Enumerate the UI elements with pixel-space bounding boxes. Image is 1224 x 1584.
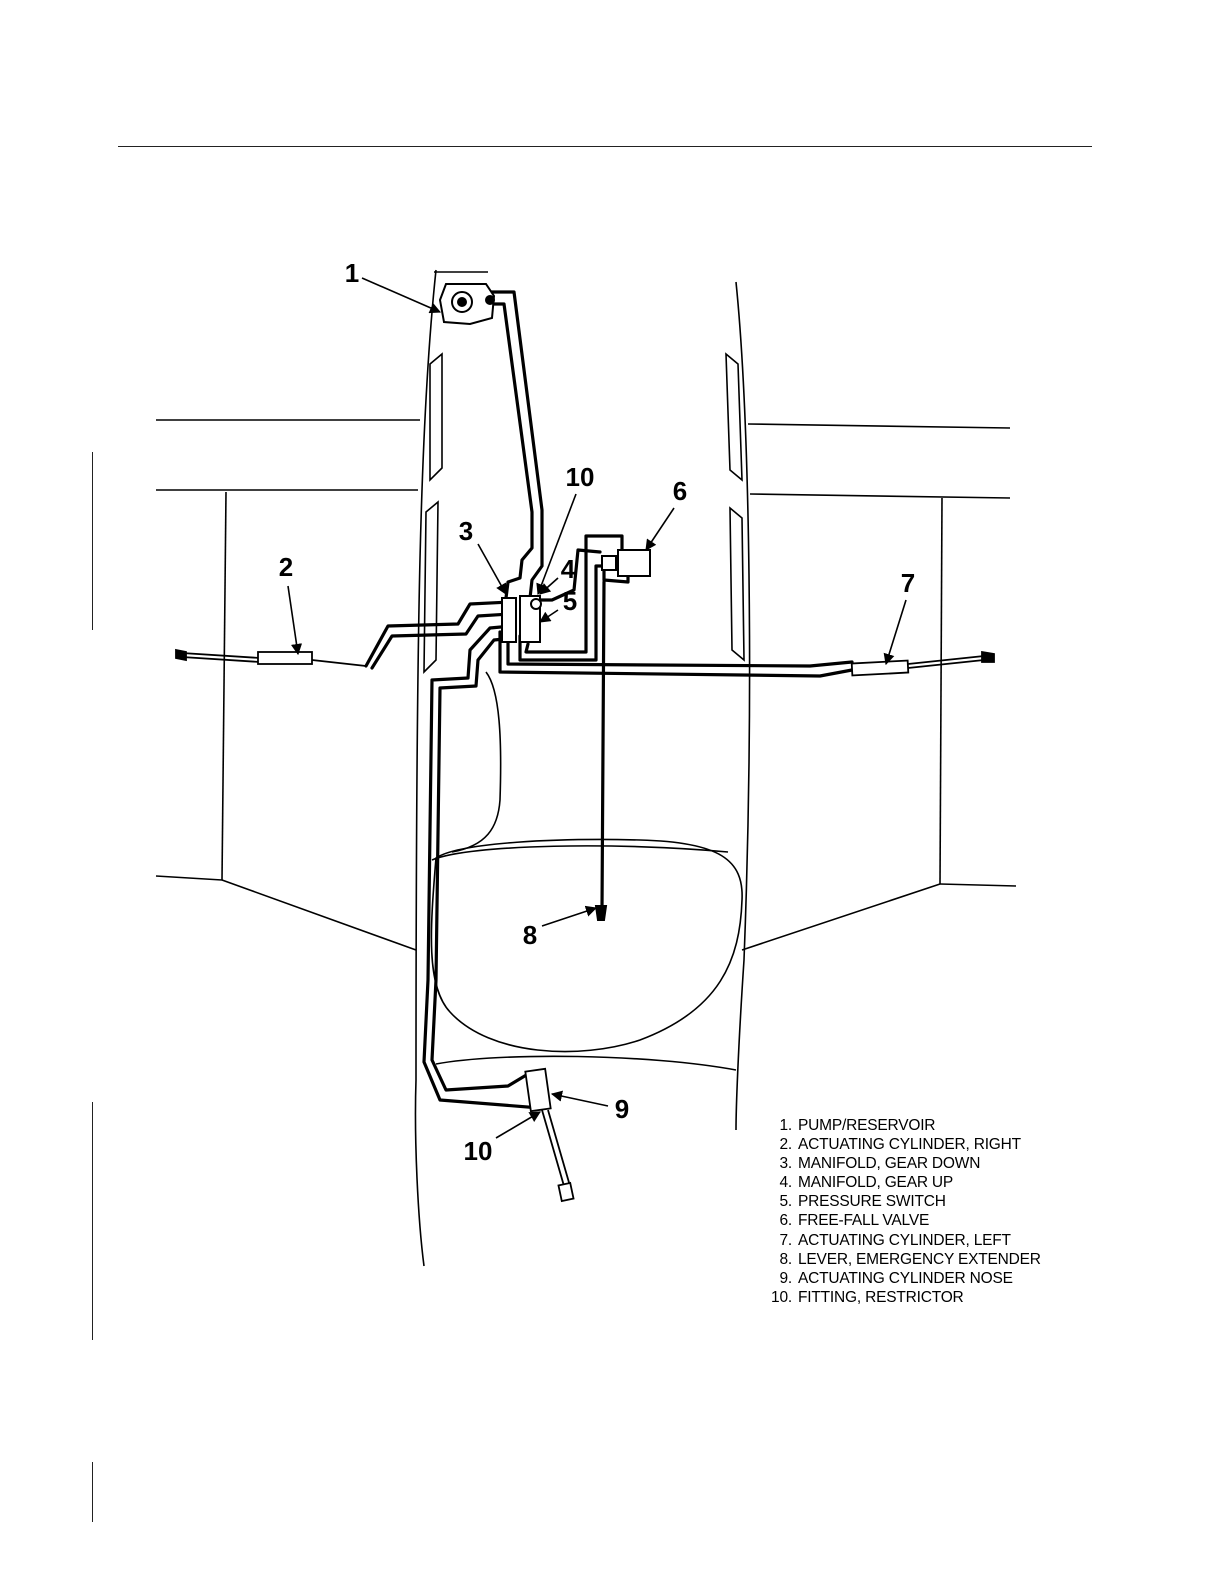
- legend-item-number: 9.: [760, 1269, 792, 1288]
- actuating-cylinder-left: [852, 652, 994, 675]
- callout-7: 7: [901, 568, 915, 598]
- legend-item: 7. ACTUATING CYLINDER, LEFT: [760, 1231, 1041, 1250]
- legend: 1. PUMP/RESERVOIR 2. ACTUATING CYLINDER, R…: [760, 1116, 1041, 1307]
- legend-item: 5. PRESSURE SWITCH: [760, 1192, 1041, 1211]
- legend-item-text: LEVER, EMERGENCY EXTENDER: [798, 1251, 1041, 1268]
- pump-reservoir: [440, 284, 494, 324]
- legend-item: 10. FITTING, RESTRICTOR: [760, 1288, 1041, 1307]
- callout-2: 2: [279, 552, 293, 582]
- callout-4: 4: [561, 554, 576, 584]
- legend-item-text: PUMP/RESERVOIR: [798, 1117, 935, 1134]
- callout-8: 8: [523, 920, 537, 950]
- legend-item: 2. ACTUATING CYLINDER, RIGHT: [760, 1135, 1041, 1154]
- legend-item-text: MANIFOLD, GEAR UP: [798, 1174, 953, 1191]
- actuating-cylinder-right: [176, 650, 366, 666]
- legend-item-number: 7.: [760, 1231, 792, 1250]
- callout-3: 3: [459, 516, 473, 546]
- legend-item-text: MANIFOLD, GEAR DOWN: [798, 1155, 980, 1172]
- legend-item-number: 6.: [760, 1211, 792, 1230]
- callout-5: 5: [563, 586, 577, 616]
- legend-item: 6. FREE-FALL VALVE: [760, 1211, 1041, 1230]
- leader-lines: [288, 278, 906, 1138]
- legend-item-text: ACTUATING CYLINDER NOSE: [798, 1270, 1013, 1287]
- callout-1: 1: [345, 258, 359, 288]
- legend-item: 3. MANIFOLD, GEAR DOWN: [760, 1154, 1041, 1173]
- legend-item-number: 4.: [760, 1173, 792, 1192]
- callout-10-lower: 10: [464, 1136, 493, 1166]
- legend-item-text: FREE-FALL VALVE: [798, 1212, 929, 1229]
- legend-item-number: 8.: [760, 1250, 792, 1269]
- emergency-extender-lever: [596, 906, 606, 920]
- actuating-cylinder-nose: [525, 1069, 573, 1201]
- legend-item-number: 2.: [760, 1135, 792, 1154]
- legend-item-text: ACTUATING CYLINDER, LEFT: [798, 1232, 1011, 1249]
- callout-10-upper: 10: [566, 462, 595, 492]
- callout-6: 6: [673, 476, 687, 506]
- legend-item-number: 10.: [760, 1288, 792, 1307]
- hydraulic-lines: [366, 292, 852, 1108]
- legend-item: 8. LEVER, EMERGENCY EXTENDER: [760, 1250, 1041, 1269]
- legend-item-text: PRESSURE SWITCH: [798, 1193, 946, 1210]
- legend-item-text: FITTING, RESTRICTOR: [798, 1289, 964, 1306]
- callout-9: 9: [615, 1094, 629, 1124]
- callout-labels: 1 2 3 4 5 6 7 8 9 10 10: [279, 258, 915, 1166]
- legend-item-number: 3.: [760, 1154, 792, 1173]
- legend-item-number: 1.: [760, 1116, 792, 1135]
- manifold-gear-down: [502, 598, 516, 642]
- legend-item: 4. MANIFOLD, GEAR UP: [760, 1173, 1041, 1192]
- manifold-gear-up: [520, 596, 541, 642]
- legend-item: 9. ACTUATING CYLINDER NOSE: [760, 1269, 1041, 1288]
- legend-item-text: ACTUATING CYLINDER, RIGHT: [798, 1136, 1021, 1153]
- free-fall-valve: [602, 550, 650, 576]
- legend-item-number: 5.: [760, 1192, 792, 1211]
- legend-item: 1. PUMP/RESERVOIR: [760, 1116, 1041, 1135]
